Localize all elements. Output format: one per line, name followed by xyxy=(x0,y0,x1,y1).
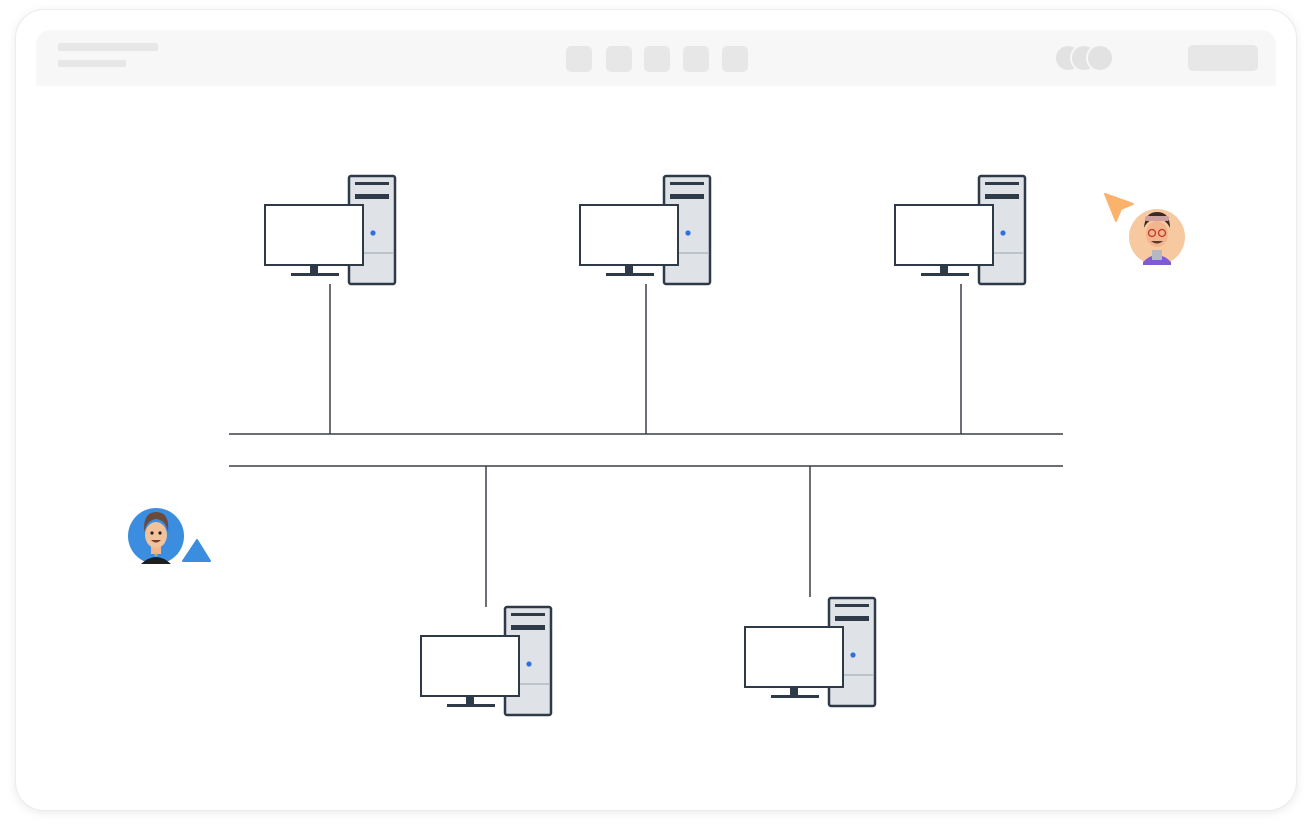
desktop-computer-icon[interactable] xyxy=(263,174,397,286)
toolbar-button-3[interactable] xyxy=(644,46,670,72)
collaborator-avatar-woman xyxy=(126,506,186,566)
desktop-computer-icon[interactable] xyxy=(578,174,712,286)
share-button[interactable] xyxy=(1188,45,1258,71)
desktop-computer-icon[interactable] xyxy=(419,605,553,717)
collaborator-avatar-3[interactable] xyxy=(1086,44,1114,72)
collaborator-cursor-blue xyxy=(182,539,211,562)
collaborator-avatar-man xyxy=(1127,207,1187,267)
document-title-placeholder xyxy=(58,43,158,51)
toolbar xyxy=(36,30,1276,86)
collaborator-cursor-orange xyxy=(1104,193,1134,222)
desktop-computer-icon[interactable] xyxy=(893,174,1027,286)
toolbar-button-2[interactable] xyxy=(606,46,632,72)
toolbar-button-5[interactable] xyxy=(722,46,748,72)
app-window xyxy=(16,10,1296,810)
desktop-computer-icon[interactable] xyxy=(743,596,877,708)
toolbar-button-4[interactable] xyxy=(683,46,709,72)
document-subtitle-placeholder xyxy=(58,60,126,67)
toolbar-button-1[interactable] xyxy=(566,46,592,72)
